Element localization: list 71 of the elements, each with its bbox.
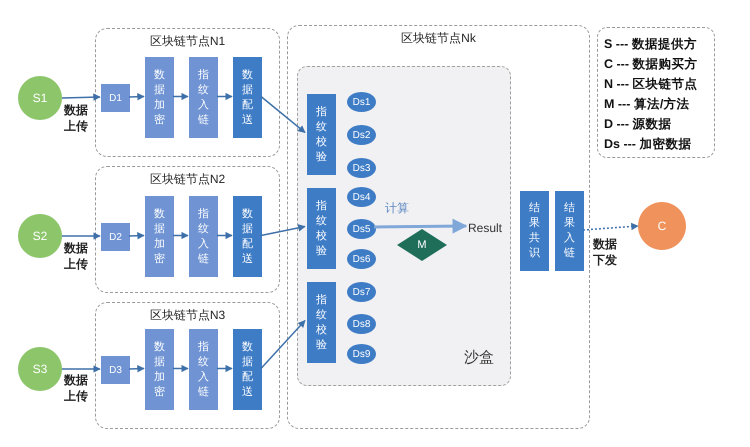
data-ellipse: Ds5 <box>347 219 376 239</box>
key-entry: M --- 算法/方法 <box>604 96 690 113</box>
edge-label: 计算 <box>385 200 409 216</box>
edge-label: 数据下发 <box>593 236 619 268</box>
arrow <box>260 96 306 134</box>
process-box: 数据配送 <box>233 329 262 410</box>
process-box: 数据加密 <box>145 329 174 410</box>
key-entry: S --- 数据提供方 <box>604 36 698 53</box>
consumer-circle: C <box>638 202 686 250</box>
data-ellipse: Ds7 <box>347 282 376 302</box>
group-title: 区块链节点N3 <box>150 307 226 324</box>
arrow <box>217 92 233 100</box>
process-box: 指纹校验 <box>307 94 336 175</box>
arrow <box>128 232 145 240</box>
arrow <box>374 218 468 234</box>
group-title: 区块链节点N1 <box>150 33 226 50</box>
source-circle: S2 <box>18 214 62 258</box>
edge-label: 数据上传 <box>64 102 90 134</box>
edge-label: 数据上传 <box>64 240 90 272</box>
sandbox-area <box>297 66 511 386</box>
arrow <box>260 320 306 369</box>
source-circle: S1 <box>18 76 62 120</box>
arrow <box>173 232 189 240</box>
key-entry: N --- 区块链节点 <box>604 76 698 93</box>
process-box: 结果共识 <box>520 191 549 271</box>
arrow <box>217 364 233 372</box>
arrow <box>128 92 145 100</box>
arrow <box>62 365 101 373</box>
process-box: 结果入链 <box>555 191 584 271</box>
edge-label: 数据上传 <box>64 372 90 404</box>
source-circle: S3 <box>18 347 62 391</box>
data-ellipse: Ds3 <box>347 158 376 178</box>
process-box: 数据加密 <box>145 196 174 277</box>
data-ellipse: Ds8 <box>347 314 376 334</box>
data-ellipse: Ds2 <box>347 125 376 145</box>
arrow <box>173 92 189 100</box>
decision-diamond: M <box>397 229 447 261</box>
data-ellipse: Ds6 <box>347 249 376 269</box>
data-box: D1 <box>101 84 130 112</box>
arrow <box>173 364 189 372</box>
key-box <box>597 27 715 158</box>
arrow <box>582 222 639 231</box>
data-ellipse: Ds1 <box>347 92 376 112</box>
arrow <box>217 232 233 240</box>
arrow <box>260 224 306 236</box>
key-entry: D --- 源数据 <box>604 116 672 133</box>
group-title: 区块链节点N2 <box>150 171 226 188</box>
process-box: 数据加密 <box>145 57 174 138</box>
data-ellipse: Ds4 <box>347 187 376 207</box>
data-box: D3 <box>101 356 130 384</box>
arrow <box>62 93 101 101</box>
process-box: 指纹校验 <box>307 282 336 363</box>
key-entry: Ds --- 加密数据 <box>604 136 692 153</box>
process-box: 数据配送 <box>233 196 262 277</box>
data-ellipse: Ds9 <box>347 344 376 364</box>
arrow <box>128 364 145 372</box>
node-group-box <box>95 166 280 293</box>
process-box: 指纹入链 <box>189 57 218 138</box>
process-box: 指纹入链 <box>189 329 218 410</box>
node-group-box <box>287 25 590 429</box>
data-box: D2 <box>101 223 130 251</box>
node-group-box <box>95 28 280 157</box>
process-box: 指纹校验 <box>307 188 336 269</box>
result-text: Result <box>468 219 510 237</box>
node-group-box <box>95 302 280 429</box>
arrow <box>62 232 101 240</box>
key-entry: C --- 数据购买方 <box>604 56 698 73</box>
process-box: 数据配送 <box>233 57 262 138</box>
sandbox-label: 沙盒 <box>464 348 494 367</box>
process-box: 指纹入链 <box>189 196 218 277</box>
group-title: 区块链节点Nk <box>401 30 476 47</box>
